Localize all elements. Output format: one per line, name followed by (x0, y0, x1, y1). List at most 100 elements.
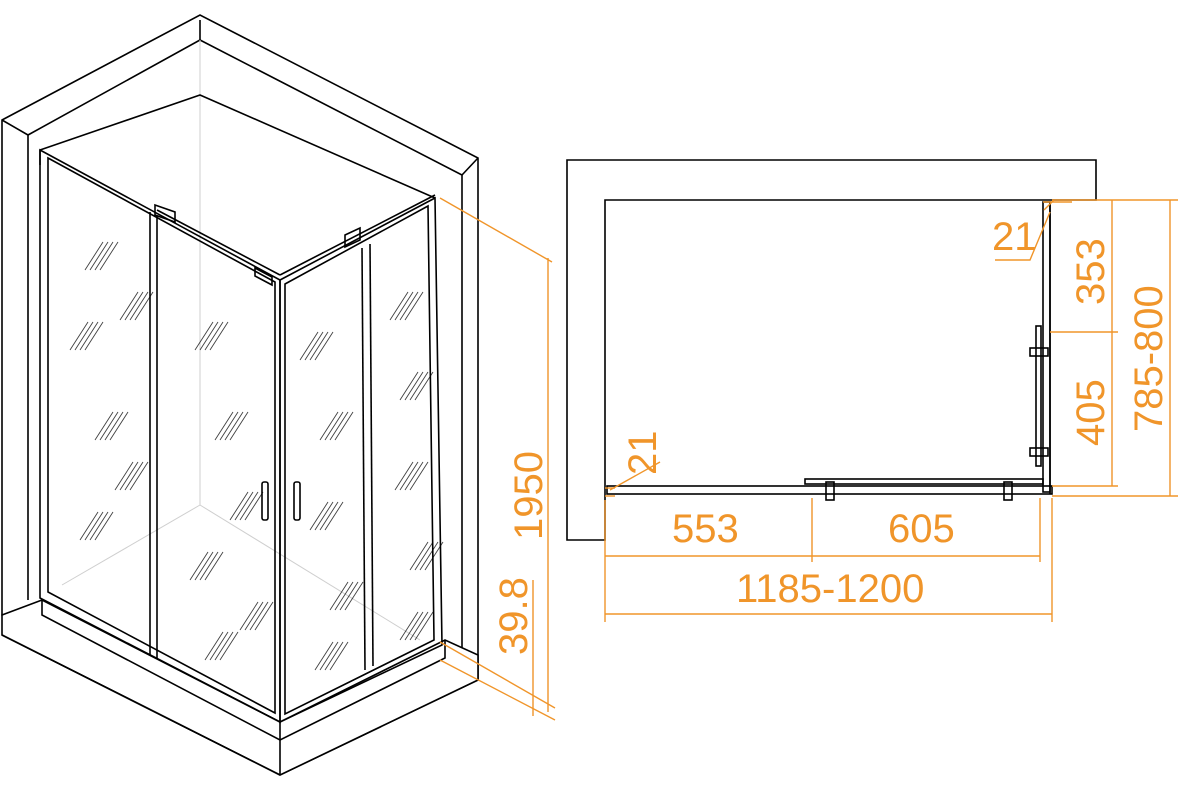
glass-hatch-mark (244, 601, 264, 631)
glass-hatch-mark (404, 291, 424, 321)
glass-hatch-mark (204, 321, 224, 351)
side-fixed-edge (369, 243, 374, 667)
front-roller-right (1003, 481, 1013, 501)
glass-hatch-mark (399, 291, 419, 321)
glass-hatch-mark (304, 331, 324, 361)
glass-hatch-mark (334, 411, 354, 441)
glass-hatch-mark (409, 541, 429, 571)
glass-hatch-mark (84, 511, 104, 541)
roller-right (254, 266, 273, 287)
glass-hatch-mark (419, 541, 439, 571)
glass-hatch-mark (239, 601, 259, 631)
dim-front-total: 1185-1200 (736, 567, 924, 611)
glass-hatch-mark (314, 501, 334, 531)
glass-hatch-mark (329, 581, 349, 611)
roller-side (344, 226, 361, 249)
glass-hatch-mark (214, 411, 234, 441)
gap-top-leader (1043, 199, 1055, 211)
glass-hatch-mark (129, 461, 149, 491)
ext-bot (439, 659, 556, 721)
glass-hatch-mark (409, 461, 429, 491)
glass-hatch-mark (329, 641, 349, 671)
glass-hatch-mark (119, 291, 139, 321)
front-door-plan (804, 478, 1044, 485)
gap-left-leader (609, 461, 661, 491)
glass-hatch-mark (89, 511, 109, 541)
ext-mid (439, 641, 556, 709)
glass-hatch-mark (389, 291, 409, 321)
glass-hatch-mark (414, 541, 434, 571)
glass-hatch-mark (209, 321, 229, 351)
glass-hatch-mark (219, 631, 239, 661)
glass-hatch-mark (244, 491, 264, 521)
handle-right-icon (293, 481, 301, 521)
glass-hatch-mark (404, 371, 424, 401)
perspective-dimensions: 1950 39.8 (439, 197, 556, 721)
glass-hatch-mark (309, 501, 329, 531)
side-roller-top (1029, 347, 1049, 357)
glass-hatch-mark (394, 461, 414, 491)
glass-hatch-mark (124, 461, 144, 491)
glass-hatch-mark (399, 461, 419, 491)
glass-hatch-mark (194, 551, 214, 581)
front-frame-inner (47, 156, 276, 715)
glass-hatch-mark (124, 291, 144, 321)
dim-gap-top: 21 (992, 215, 1037, 259)
glass-hatch-mark (224, 411, 244, 441)
glass-hatch-mark (399, 611, 419, 641)
glass-hatch-mark (189, 551, 209, 581)
glass-hatch-mark (249, 601, 269, 631)
glass-hatch-mark (334, 581, 354, 611)
glass-hatch-mark (404, 611, 424, 641)
glass-hatch-mark (409, 371, 429, 401)
glass-hatch-mark (94, 241, 114, 271)
glass-hatch-mark (99, 411, 119, 441)
dim-side-total: 785-800 (1127, 285, 1171, 432)
dim-tray-height: 39.8 (492, 577, 536, 655)
roller-left (154, 203, 176, 224)
glass-hatch-mark (204, 551, 224, 581)
glass-hatch-mark (219, 411, 239, 441)
enclosure-frame (39, 94, 443, 724)
dim-height: 1950 (507, 451, 551, 540)
glass-hatch-mark (394, 291, 414, 321)
glass-hatch-mark (79, 321, 99, 351)
side-frame (279, 196, 443, 724)
glass-hatch-mark (214, 631, 234, 661)
glass-hatch-mark (94, 411, 114, 441)
glass-hatch-mark (74, 321, 94, 351)
side-door-plan (1035, 325, 1042, 467)
glass-hatch-mark (109, 411, 129, 441)
perspective-view: 1950 39.8 (1, 14, 556, 776)
plan-dimensions: 21 21 353 405 785-800 553 605 (604, 199, 1178, 622)
shower-tray (1, 599, 479, 776)
glass-hatch-mark (299, 331, 319, 361)
side-frame-inner (284, 204, 435, 716)
glass-hatch-mark (409, 611, 429, 641)
glass-hatch-mark (209, 631, 229, 661)
glass-hatch-mark (239, 491, 259, 521)
glass-hatch-mark (314, 641, 334, 671)
glass-hatch-mark (324, 411, 344, 441)
glass-hatch-mark (104, 411, 124, 441)
glass-hatch-mark (319, 641, 339, 671)
glass-hatch-mark (84, 241, 104, 271)
gap-top-leader2 (995, 211, 1051, 261)
front-panel-plan (606, 485, 1053, 495)
glass-hatch-mark (404, 461, 424, 491)
dim-front-door: 605 (888, 507, 955, 551)
glass-hatch-mark (399, 371, 419, 401)
dim-side-door: 405 (1069, 379, 1113, 446)
glass-hatch-mark (319, 411, 339, 441)
top-rail-side (279, 194, 436, 276)
glass-hatch-mark (339, 581, 359, 611)
side-door-edge (361, 247, 366, 671)
glass-hatching (69, 241, 444, 671)
glass-hatch-mark (344, 581, 364, 611)
handle-left-icon (261, 481, 269, 521)
side-roller-bot (1029, 447, 1049, 457)
ext-top (439, 197, 553, 263)
glass-hatch-mark (99, 241, 119, 271)
corner-edge (461, 157, 479, 176)
